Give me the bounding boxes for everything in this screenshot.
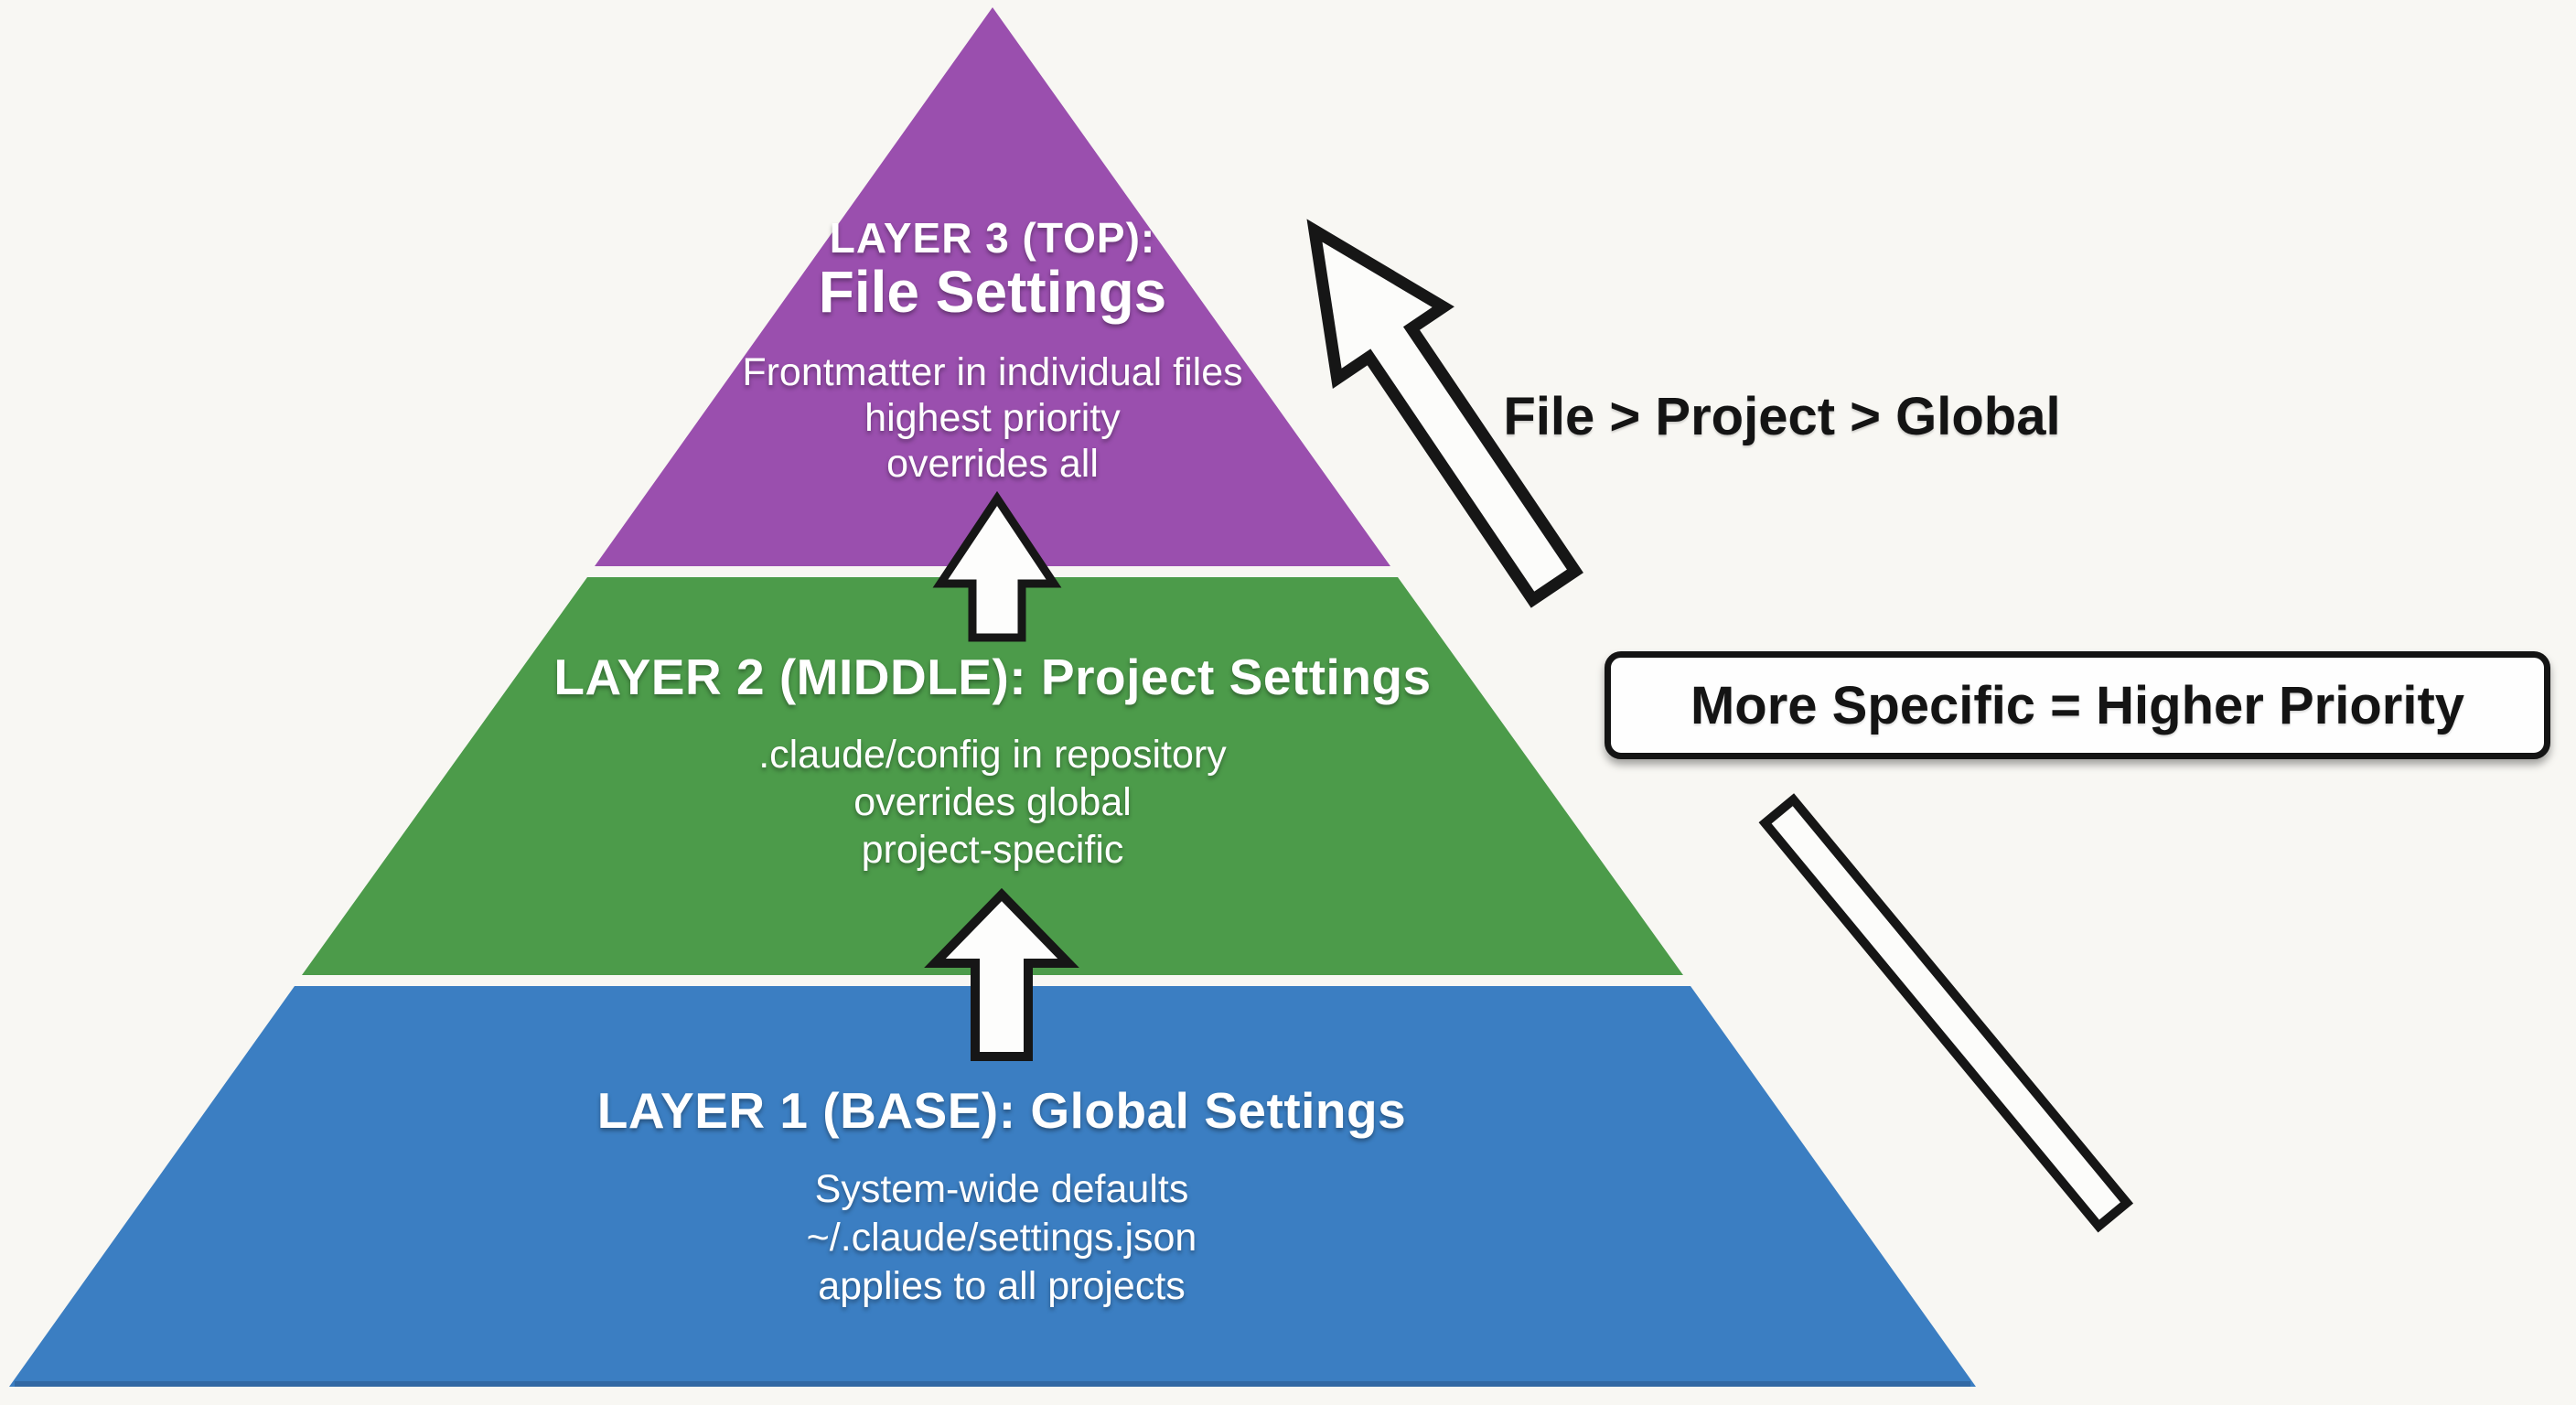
layer3-title: File Settings [818, 259, 1167, 325]
layer1-line: ~/.claude/settings.json [806, 1216, 1197, 1260]
layer2-line: project-specific [861, 828, 1124, 872]
layer1-base-shape [9, 986, 1976, 1387]
layer3-description: Frontmatter in individual files highest … [535, 349, 1450, 487]
layer2-description: .claude/config in repository overrides g… [444, 731, 1541, 874]
layer3-kicker: LAYER 3 (TOP): [829, 214, 1156, 262]
priority-rule-box: More Specific = Higher Priority [1605, 651, 2550, 759]
layer1-line: System-wide defaults [814, 1167, 1189, 1211]
priority-rule-label: More Specific = Higher Priority [1690, 675, 2465, 735]
layer1-line: applies to all projects [818, 1264, 1186, 1308]
layer2-title: LAYER 2 (MIDDLE): Project Settings [553, 649, 1432, 705]
layer3-line: overrides all [886, 442, 1099, 486]
layer2-line: .claude/config in repository [758, 733, 1227, 777]
layer1-title: LAYER 1 (BASE): Global Settings [596, 1082, 1407, 1139]
priority-order-label: File > Project > Global [1503, 387, 2061, 446]
layer2-line: overrides global [853, 780, 1132, 824]
layer3-top-shape [595, 7, 1390, 566]
diagonal-up-arrow-icon [1306, 219, 1583, 608]
layer1-description: System-wide defaults ~/.claude/settings.… [361, 1165, 1642, 1311]
layer3-line: highest priority [864, 396, 1121, 440]
diagonal-shaft-icon [1758, 793, 2134, 1233]
layer3-line: Frontmatter in individual files [742, 350, 1243, 394]
up-arrow-between-layer2-layer3-icon [932, 490, 1062, 642]
layer2-middle-shape [302, 577, 1683, 975]
up-arrow-between-layer1-layer2-icon [924, 887, 1079, 1061]
